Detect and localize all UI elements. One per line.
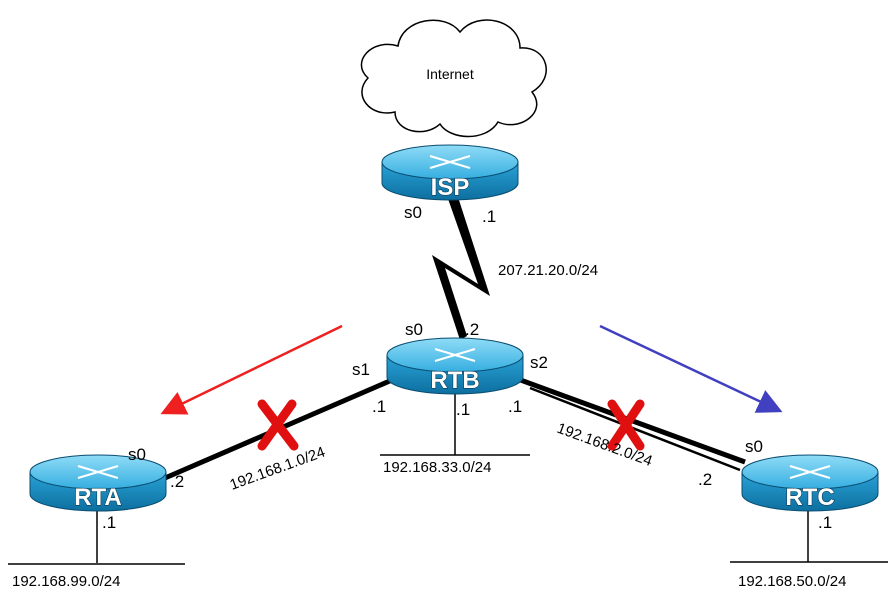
rtb-s2-label: s2 [530, 353, 548, 372]
router-isp: ISP [381, 144, 519, 202]
router-arrows-icon [429, 155, 471, 169]
router-rta-name: RTA [74, 484, 122, 511]
isp-rtb-serial-link [432, 194, 490, 340]
rtb-s1-label: s1 [352, 360, 370, 379]
internet-cloud: Internet [360, 19, 547, 138]
rtc-lan-network-label: 192.168.50.0/24 [738, 573, 846, 590]
rtb-rta-link-inner [194, 383, 381, 466]
rta-lan-network-label: 192.168.99.0/24 [12, 573, 120, 590]
network-labels: 207.21.20.0/24 192.168.33.0/24 192.168.1… [12, 262, 846, 590]
links [8, 194, 888, 565]
rta-link-network-label: 192.168.1.0/24 [228, 444, 328, 494]
wan-isp-network-label: 207.21.20.0/24 [498, 262, 598, 279]
rtc-link-failure-x-icon [607, 399, 645, 451]
rtb-s0-ip-label: .2 [465, 320, 479, 339]
rtb-lan-ip-label: .1 [456, 400, 470, 419]
router-rtb-name: RTB [430, 367, 479, 394]
router-arrows-icon [77, 465, 119, 479]
rtb-s0-label: s0 [405, 320, 423, 339]
isp-s0-ip-label: .1 [482, 207, 496, 226]
rtc-s0-label: s0 [745, 437, 763, 456]
router-rtc: RTC [741, 454, 879, 512]
interface-labels: s0 .1 s0 .2 s1 .1 s2 .1 .1 s0 .2 .1 s0 .… [102, 203, 832, 532]
router-arrows-icon [434, 348, 476, 362]
rta-lan-ip-label: .1 [102, 513, 116, 532]
failure-marks [257, 399, 645, 451]
rta-s0-ip-label: .2 [170, 472, 184, 491]
internet-label: Internet [426, 66, 474, 82]
router-rta: RTA [29, 454, 167, 512]
isp-s0-label: s0 [404, 203, 422, 222]
rtb-lan-network-label: 192.168.33.0/24 [383, 459, 491, 476]
router-isp-name: ISP [431, 174, 470, 201]
rtc-s0-ip-label: .2 [698, 470, 712, 489]
blue-arrow-icon [599, 324, 783, 413]
rtb-rtc-link-inner [529, 386, 741, 472]
rta-s0-label: s0 [128, 445, 146, 464]
router-rtc-name: RTC [785, 484, 834, 511]
rtb-s2-ip-label: .1 [508, 397, 522, 416]
router-arrows-icon [789, 465, 831, 479]
rtc-lan-ip-label: .1 [818, 513, 832, 532]
router-rtb: RTB [386, 337, 524, 395]
rta-link-failure-x-icon [257, 399, 299, 451]
rtb-s1-ip-label: .1 [372, 397, 386, 416]
red-arrow-icon [160, 324, 343, 415]
